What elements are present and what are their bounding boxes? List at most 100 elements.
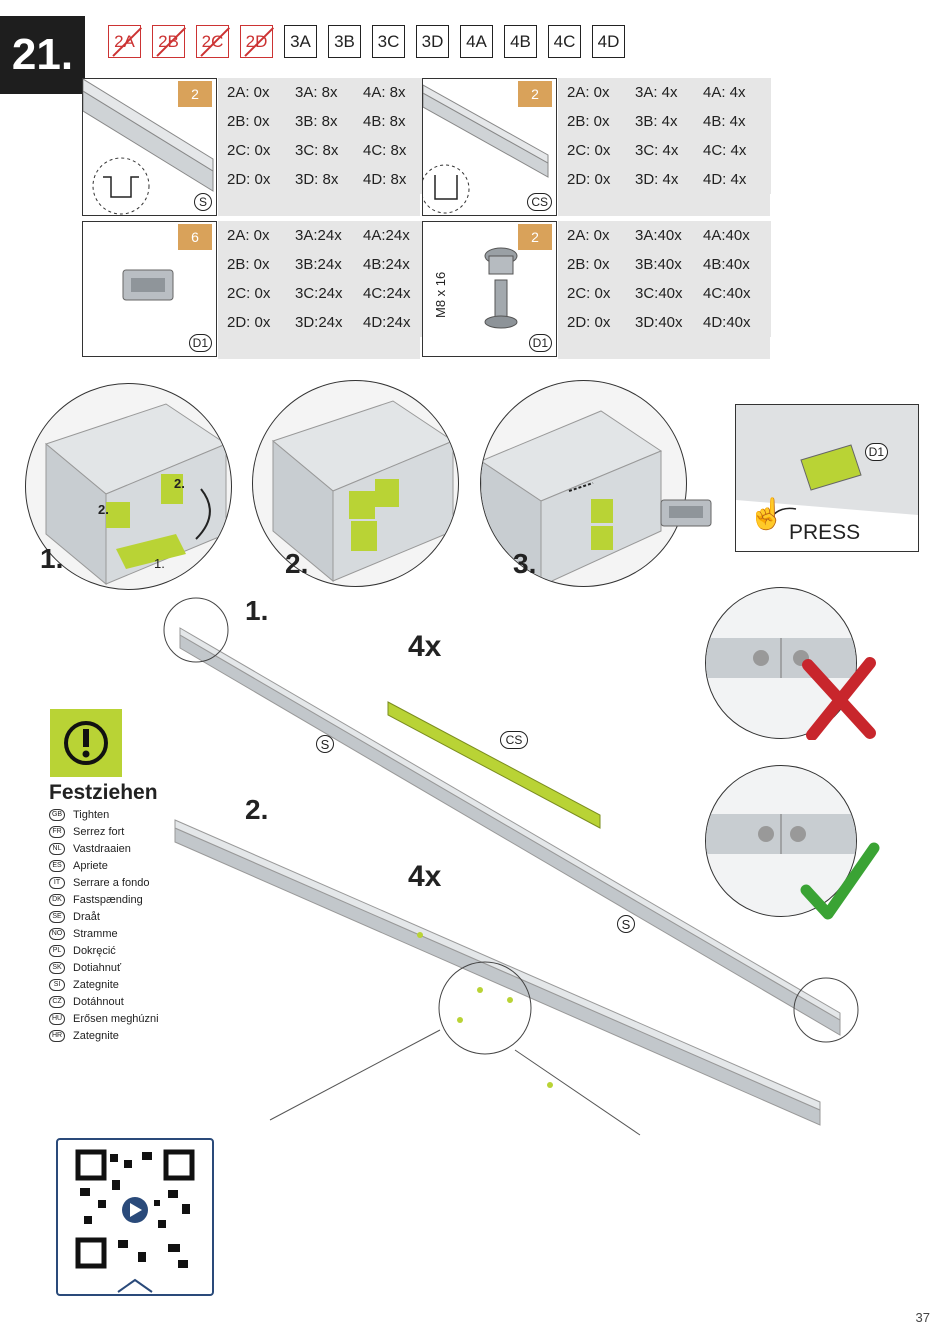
qty-cell: 2C: 0x [559,136,625,165]
box-icon: 2 [518,81,552,107]
qty-cell: 2C: 0x [219,136,285,165]
qty-cell: 3C: 4x [627,136,693,165]
variant-4A: 4A [460,25,493,58]
lang-row: NL Vastdraaien [49,840,159,857]
part-card-d1-clip: 6 D1 2A: 0x 3A:24x 4A:24x 2B: 0x 3B:24x … [82,221,432,359]
press-panel: D1 ☝ PRESS [735,404,919,552]
qty-cell: 2A: 0x [219,78,285,107]
step-number: 21. [0,16,85,94]
qty-cell: 3B: 8x [287,107,353,136]
corner-assembly-illustration [271,400,455,583]
part-code-badge: D1 [528,334,552,352]
lang-row: PL Dokręcić [49,942,159,959]
joint-illustration [706,638,856,678]
qty-cell: 4D:40x [695,308,771,337]
cross-mark-icon [802,657,876,740]
lang-text: Serrare a fondo [73,876,150,889]
correct-joint-circle [705,765,857,917]
qty-cell: 2D: 0x [559,308,625,337]
callout-1: 1. [154,556,165,571]
qty-cell: 2A: 0x [219,221,285,250]
lang-code: PL [49,944,65,957]
lang-code: NO [49,927,65,940]
lang-code: SK [49,961,65,974]
variant-3D: 3D [416,25,449,58]
part-image-bolt: M8 x 16 2 D1 [422,221,557,357]
lang-text: Dokręcić [73,944,116,957]
video-qr-code[interactable] [56,1138,214,1296]
qty-cell: 3A:24x [287,221,353,250]
quantity-table: 2A: 0x 3A: 4x 4A: 4x 2B: 0x 3B: 4x 4B: 4… [559,78,771,194]
page-number: 37 [915,1310,930,1325]
detail-circle-2 [252,380,459,587]
lang-text: Vastdraaien [73,842,131,855]
variant-3C: 3C [372,25,405,58]
variant-2D: 2D [240,25,273,58]
substep-3-label: 3. [513,548,537,579]
part-code-badge: S [194,193,212,211]
qty-cell: 4A: 8x [355,78,431,107]
qty-cell: 2D: 0x [559,165,625,194]
part-code-badge: D1 [188,334,212,352]
qty-cell: 4C: 4x [695,136,771,165]
qty-cell: 2A: 0x [559,221,625,250]
qty-cell: 2B: 0x [219,250,285,279]
qty-cell: 2B: 0x [559,107,625,136]
box-icon: 2 [178,81,212,107]
variant-3A: 3A [284,25,317,58]
qty-cell: 4A:24x [355,221,431,250]
wrong-joint-circle [705,587,857,739]
lang-text: Dotiahnuť [73,961,122,974]
check-mark-icon [800,842,880,920]
lang-code: SE [49,910,65,923]
qty-cell: 4B:40x [695,250,771,279]
press-code-badge: D1 [864,443,888,461]
qty-cell: 4D: 4x [695,165,771,194]
qty-cell: 3B:40x [627,250,693,279]
lang-code: NL [49,842,65,855]
qty-cell: 4B: 4x [695,107,771,136]
qty-cell: 3D: 4x [627,165,693,194]
variant-selector: 2A 2B 2C 2D 3A 3B 3C 3D 4A 4B 4C 4D [108,25,625,58]
qty-cell: 3B: 4x [627,107,693,136]
part-image-d1-clip: 6 D1 [82,221,217,357]
qty-cell: 3D: 8x [287,165,353,194]
lang-text: Erősen meghúzni [73,1012,159,1025]
qty-cell: 3A: 8x [287,78,353,107]
assembly-step-2: 2. [245,794,269,825]
lang-text: Dotáhnout [73,995,124,1008]
warning-icon [50,709,122,777]
s-profile-label-2: S [617,915,635,933]
quantity-table: 2A: 0x 3A: 8x 4A: 8x 2B: 0x 3B: 8x 4B: 8… [219,78,431,194]
rail-assembly-drawing [163,597,859,1136]
qty-cell: 3A:40x [627,221,693,250]
lang-code: ES [49,859,65,872]
part-card-s-profile: 2 S 2A: 0x 3A: 8x 4A: 8x 2B: 0x 3B: 8x 4… [82,78,432,216]
lang-text: Draåt [73,910,100,923]
variant-4B: 4B [504,25,537,58]
qty-cell: 2C: 0x [559,279,625,308]
box-icon: 6 [178,224,212,250]
qty-cell: 4A:40x [695,221,771,250]
part-image-cs-profile: 2 CS [420,78,557,216]
lang-code: HR [49,1029,65,1042]
lang-row: HU Erősen meghúzni [49,1010,159,1027]
press-illustration [736,444,918,551]
lang-row: SE Draåt [49,908,159,925]
lang-text: Apriete [73,859,108,872]
detail-circle-1: 2. 2. 1. [25,383,232,590]
qty-cell: 4A: 4x [695,78,771,107]
profile-rail-icon [82,78,214,215]
lang-text: Zategnite [73,978,119,991]
assembly-multiplier-1: 4x [408,630,442,663]
quantity-table: 2A: 0x 3A:24x 4A:24x 2B: 0x 3B:24x 4B:24… [219,221,431,337]
exclamation-icon [64,721,108,765]
lang-code: HU [49,1012,65,1025]
qty-cell: 3D:24x [287,308,353,337]
qty-cell: 3C:24x [287,279,353,308]
